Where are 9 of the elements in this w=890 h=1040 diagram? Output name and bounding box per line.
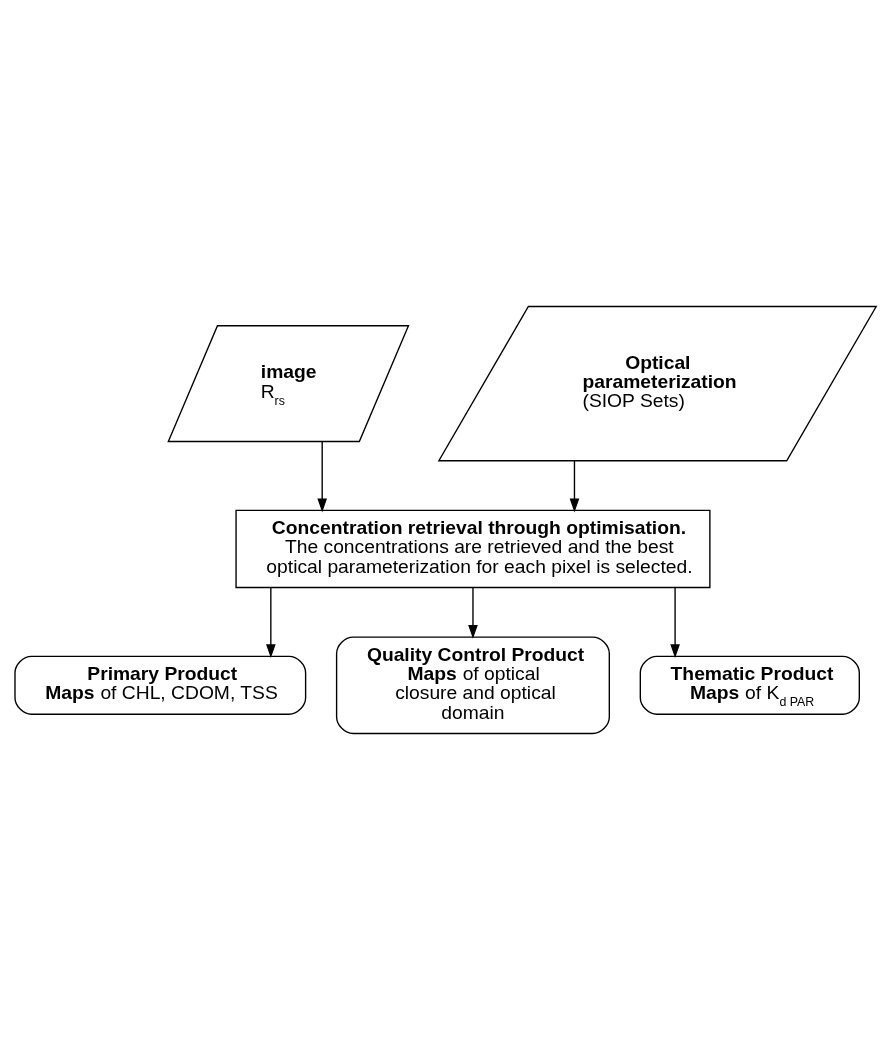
node-box: Quality Control Product Maps of optical closure and optical domain — [335, 636, 610, 735]
arrow — [265, 586, 276, 659]
node-box: Concentration retrieval through optimisation. The concentrations are retrieved and the best optical parameterization for each pixel is selected. — [234, 509, 711, 589]
node-box: Primary Product Maps of CHL, CDOM, TSS — [13, 655, 306, 715]
arrow — [316, 441, 327, 513]
arrow — [467, 586, 478, 639]
arrow — [669, 586, 680, 659]
node-box: Thematic Product Maps of K$_{d PAR}$ — [639, 655, 860, 715]
arrow — [569, 460, 579, 513]
